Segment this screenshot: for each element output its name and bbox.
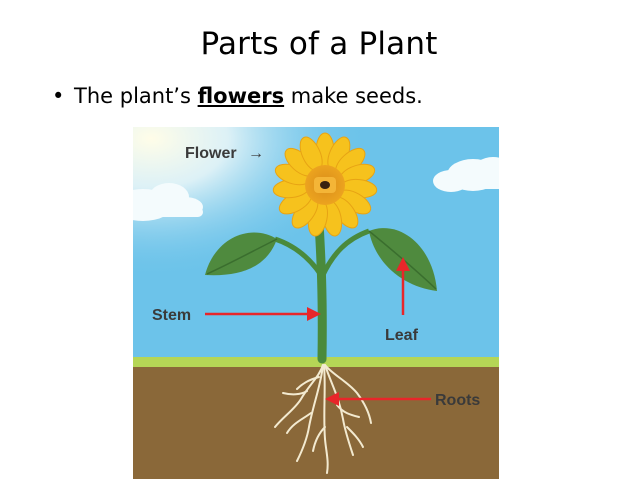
flower-label-arrow: → (248, 145, 264, 162)
plant-illustration: Flower → Stem Leaf Roots (133, 127, 499, 479)
sunflower (272, 132, 378, 237)
stem-label: Stem (152, 307, 191, 324)
leaf-left (205, 232, 278, 276)
roots (274, 364, 372, 474)
bullet-marker: • (52, 84, 65, 108)
bullet-point: • The plant’s flowers make seeds. (52, 84, 423, 108)
bullet-text-before: The plant’s (74, 84, 198, 108)
roots-label: Roots (435, 392, 480, 409)
stem (314, 218, 327, 364)
flower-label: Flower (185, 145, 237, 162)
roots-arrow-head (325, 392, 339, 406)
leaf-stalk-left (274, 236, 324, 277)
stem-arrow-head (307, 307, 321, 321)
arrows (205, 257, 431, 406)
bullet-text-after: make seeds. (284, 84, 423, 108)
cloud-right (433, 157, 499, 192)
bullet-keyword: flowers (197, 84, 285, 108)
slide-title: Parts of a Plant (200, 26, 438, 62)
leaf-stalk-right (319, 228, 370, 279)
cloud-left (133, 183, 203, 221)
soil (133, 367, 499, 479)
grass-strip (133, 357, 499, 367)
leaf-arrow-head (396, 257, 410, 271)
plant-diagram-svg: Flower → Stem Leaf Roots (133, 127, 499, 479)
leaf-label: Leaf (385, 327, 419, 344)
